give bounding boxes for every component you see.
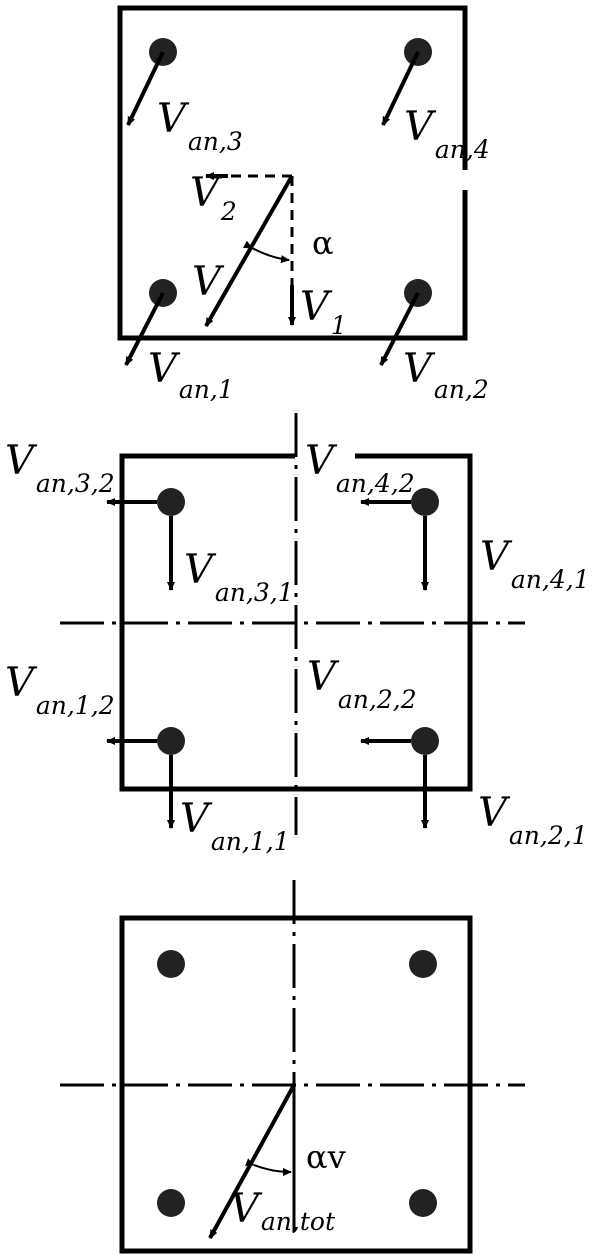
anchor-3 (157, 950, 185, 978)
anchor-1 (157, 727, 185, 755)
label-v: V (192, 259, 225, 305)
panel-3-total-shear: αv Van,tot (60, 880, 525, 1254)
label-v-an-1-2: Van,1,2 (5, 660, 115, 720)
label-alpha-v: αv (306, 1138, 346, 1176)
arrow-v-an-1 (124, 292, 165, 366)
anchor-3 (157, 488, 185, 516)
label-v-an-1: Van,1 (148, 346, 234, 404)
label-v-an-4: Van,4 (404, 104, 490, 164)
base-plate-outline (117, 5, 468, 341)
label-v-an-2-2: Van,2,2 (307, 654, 417, 714)
anchor-1 (157, 1189, 185, 1217)
label-v-an-tot: Van,tot (230, 1186, 336, 1236)
label-v-an-4-1: Van,4,1 (480, 534, 590, 594)
label-v-an-2: Van,2 (403, 346, 489, 404)
angle-alpha-arc (243, 240, 290, 264)
label-v1: V1 (300, 284, 347, 340)
panel-2-component-shears: Van,3,2 Van,4,2 Van,3,1 Van,4,1 Van,1,2 … (5, 413, 590, 856)
label-v2: V2 (190, 170, 237, 226)
label-v-an-4-2: Van,4,2 (305, 438, 415, 498)
label-alpha: α (312, 224, 334, 262)
anchor-4 (411, 488, 439, 516)
anchor-2 (411, 727, 439, 755)
label-v-an-3-2: Van,3,2 (5, 438, 115, 498)
arrow-v-an-3 (126, 51, 165, 126)
label-v-an-1-1: Van,1,1 (180, 796, 290, 856)
arrow-v-an-4 (381, 51, 420, 126)
anchor-4 (409, 950, 437, 978)
anchor-2 (409, 1189, 437, 1217)
label-v-an-3: Van,3 (157, 96, 243, 156)
label-v-an-2-1: Van,2,1 (478, 790, 588, 850)
label-v-an-3-1: Van,3,1 (184, 547, 294, 607)
arrow-v-an-2 (379, 292, 420, 366)
panel-1-resultant-shear: Van,3 Van,4 V2 α V V1 Van,1 Van,2 (117, 5, 490, 404)
angle-alpha-v-arc (245, 1158, 292, 1176)
